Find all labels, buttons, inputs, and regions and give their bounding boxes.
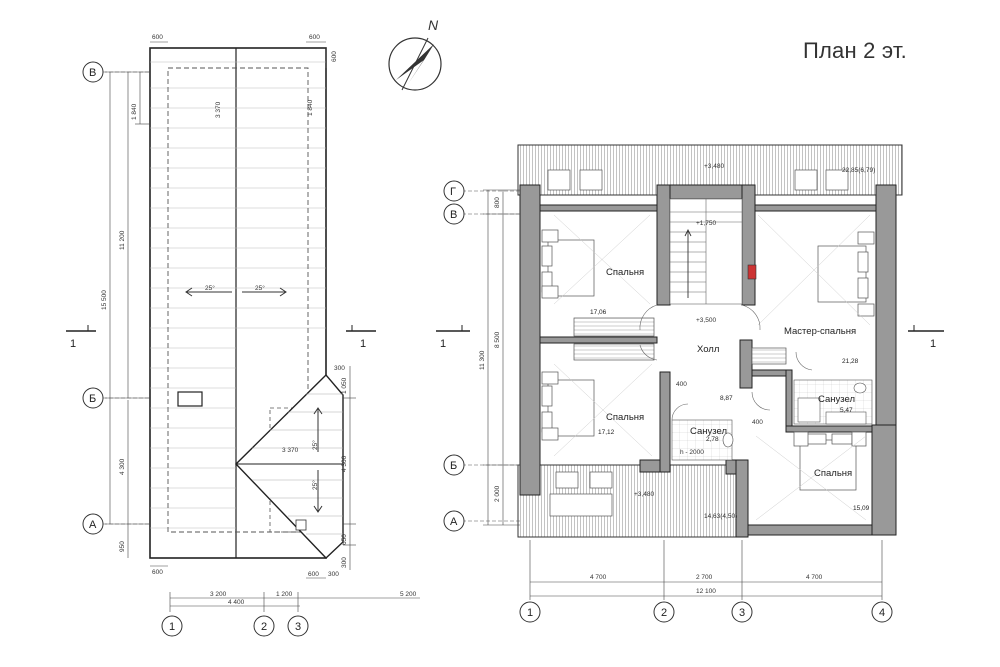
roof-dim-top: 600 bbox=[309, 34, 320, 41]
roof-plan: 25° 25° 25° 25° 600 600 600 1 840 bbox=[66, 34, 420, 637]
drawing-title: План 2 эт. bbox=[803, 38, 907, 63]
level-mark: +1,750 bbox=[696, 220, 716, 227]
plan-axis-col: 2 bbox=[661, 607, 667, 619]
roof-dim-left: 4 300 bbox=[119, 458, 126, 475]
roof-dim-inner: 3 370 bbox=[282, 447, 299, 454]
room-area: 5,47 bbox=[840, 407, 853, 414]
room-name: Спальня bbox=[606, 412, 644, 423]
roof-dim-right: 1 050 bbox=[341, 377, 348, 394]
room-area: 15,09 bbox=[853, 505, 870, 512]
room-area: 8,87 bbox=[720, 395, 733, 402]
plan-dim-total: 12 100 bbox=[696, 588, 716, 595]
plan-axis-col: 4 bbox=[879, 607, 885, 619]
room-name: Спальня bbox=[606, 267, 644, 278]
room-area: 17,06 bbox=[590, 309, 607, 316]
level-mark: +3,480 bbox=[634, 491, 654, 498]
room-name: Санузел bbox=[818, 394, 855, 405]
roof-dim-bottom: 5 200 bbox=[400, 591, 417, 598]
plan-dim-bottom: 4 700 bbox=[806, 574, 823, 581]
roof-dim-right: 300 bbox=[334, 365, 345, 372]
roof-dim-bottom-small: 600 bbox=[152, 569, 163, 576]
plan-axis-col: 3 bbox=[739, 607, 745, 619]
balcony-area: 22,85(6,79) bbox=[842, 167, 875, 174]
level-mark: +3,480 bbox=[704, 163, 724, 170]
floor-plan: Спальня 17,06 Холл 8,87 Мастер-спальня 2… bbox=[436, 144, 944, 623]
roof-axis-row: А bbox=[89, 519, 97, 531]
balcony-area: 14,63(4,50) bbox=[704, 513, 737, 520]
roof-dim-bottom: 1 200 bbox=[276, 591, 293, 598]
plan-axis-row: Г bbox=[450, 186, 456, 198]
room-name: Санузел bbox=[690, 426, 727, 437]
roof-dim-right: 650 bbox=[341, 534, 348, 545]
roof-dim-right: 300 bbox=[341, 557, 348, 568]
room-area: 2,78 bbox=[706, 436, 719, 443]
inner-dim: 400 bbox=[676, 381, 687, 388]
roof-dim-right: 4 300 bbox=[341, 455, 348, 472]
roof-axis-col: 2 bbox=[261, 621, 267, 633]
roof-dim-bottom: 3 200 bbox=[210, 591, 227, 598]
inner-dim: 400 bbox=[752, 419, 763, 426]
section-mark: 1 bbox=[360, 338, 366, 350]
plan-axis-row: А bbox=[450, 516, 458, 528]
roof-slope-label: 25° bbox=[205, 284, 215, 292]
plan-axis-row: Б bbox=[450, 460, 457, 472]
plan-dim-left: 8 500 bbox=[494, 331, 501, 348]
roof-dim-left: 15 500 bbox=[101, 290, 108, 310]
plan-dim-bottom: 2 700 bbox=[696, 574, 713, 581]
plan-dim-left: 2 000 bbox=[494, 485, 501, 502]
section-mark: 1 bbox=[930, 338, 936, 350]
section-mark: 1 bbox=[70, 338, 76, 350]
roof-axis-row: В bbox=[89, 67, 96, 79]
level-mark: +3,500 bbox=[696, 317, 716, 324]
roof-dim-inner: 3 370 bbox=[215, 101, 222, 118]
roof-dim-bottom-small: 300 bbox=[328, 571, 339, 578]
roof-slope-label: 25° bbox=[255, 284, 265, 292]
roof-dim-bottom-small: 600 bbox=[308, 571, 319, 578]
roof-dim-left: 950 bbox=[119, 541, 126, 552]
plan-dim-bottom: 4 700 bbox=[590, 574, 607, 581]
room-name: Спальня bbox=[814, 468, 852, 479]
roof-slope-label: 25° bbox=[311, 480, 319, 490]
roof-dim-top: 600 bbox=[152, 34, 163, 41]
door-height-note: h - 2000 bbox=[680, 449, 704, 456]
plan-axis-row: В bbox=[450, 209, 457, 221]
roof-dim-top-right: 600 bbox=[331, 51, 338, 62]
roof-dim-left: 11 200 bbox=[119, 230, 126, 250]
plan-axis-col: 1 bbox=[527, 607, 533, 619]
plan-dim-left: 800 bbox=[494, 197, 501, 208]
roof-axis-col: 3 bbox=[295, 621, 301, 633]
north-arrow: N bbox=[388, 17, 442, 91]
room-area: 17,12 bbox=[598, 429, 615, 436]
roof-dim-left: 1 840 bbox=[131, 103, 138, 120]
north-label: N bbox=[428, 17, 439, 33]
plan-dim-left-total: 11 300 bbox=[479, 350, 486, 370]
section-mark: 1 bbox=[440, 338, 446, 350]
roof-slope-label: 25° bbox=[311, 440, 319, 450]
room-name: Холл bbox=[697, 344, 719, 355]
roof-axis-row: Б bbox=[89, 393, 96, 405]
roof-dim-bottom2: 4 400 bbox=[228, 599, 245, 606]
room-name: Мастер-спальня bbox=[784, 326, 856, 337]
roof-dim-inner: 1 840 bbox=[307, 99, 314, 116]
roof-axis-col: 1 bbox=[169, 621, 175, 633]
room-area: 21,28 bbox=[842, 358, 859, 365]
